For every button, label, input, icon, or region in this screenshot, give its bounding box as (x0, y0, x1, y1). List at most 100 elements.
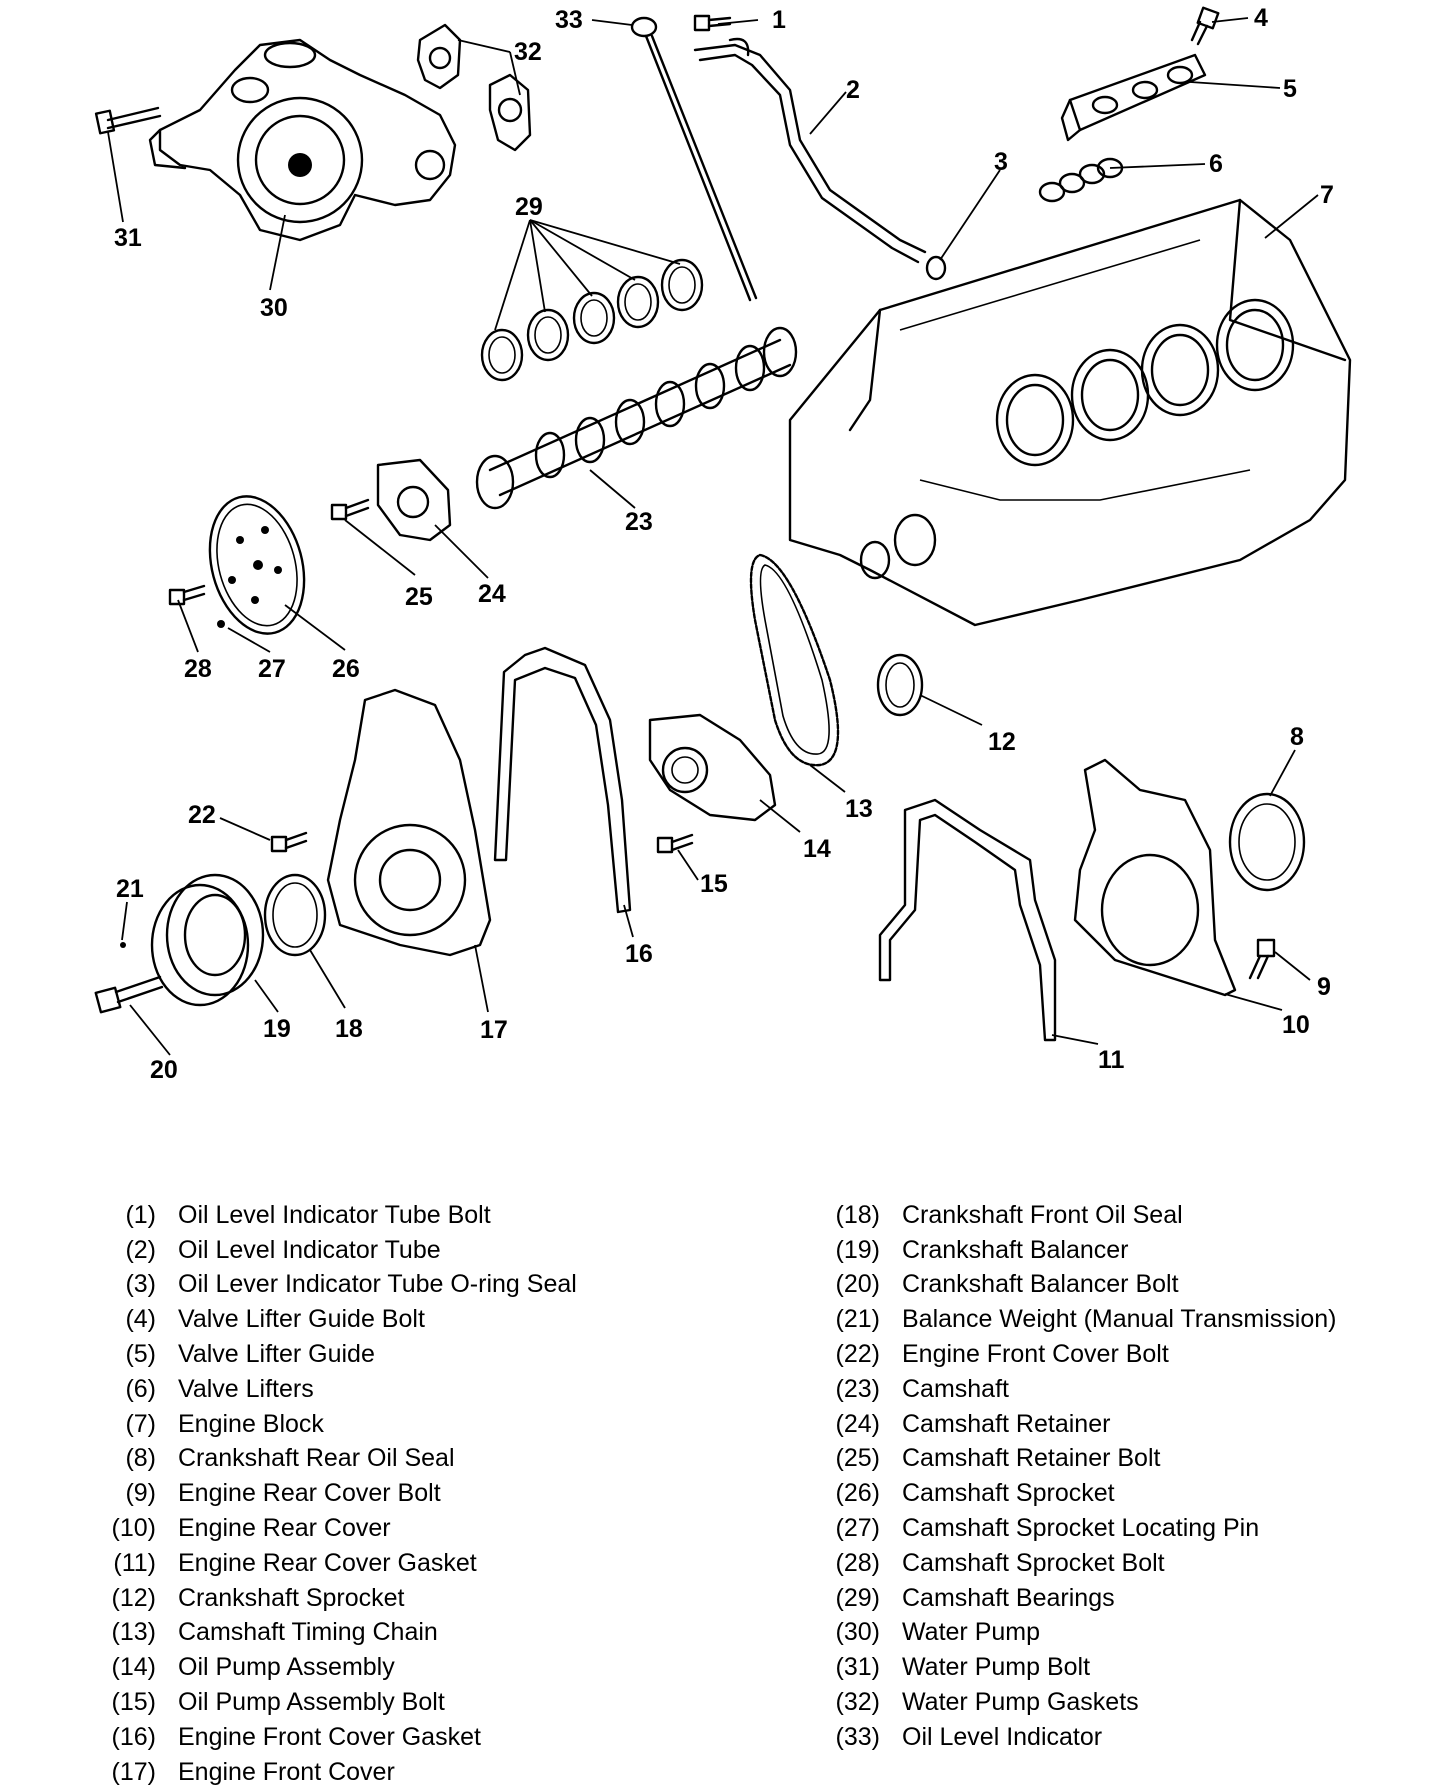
legend-item: (28)Camshaft Sprocket Bolt (808, 1546, 1336, 1581)
legend-part-name: Camshaft Retainer (902, 1409, 1111, 1438)
legend-number: (8) (125, 1444, 156, 1473)
callout-25: 25 (405, 583, 433, 611)
legend-part-name: Valve Lifters (178, 1374, 314, 1403)
legend-number: (6) (125, 1374, 156, 1403)
engine-rear-cover-gasket (878, 798, 1057, 1042)
callout-15: 15 (700, 870, 728, 898)
crankshaft-sprocket (876, 653, 924, 717)
legend-part-name: Camshaft Timing Chain (178, 1618, 438, 1647)
legend-number: (3) (125, 1270, 156, 1299)
legend-part-name: Camshaft Retainer Bolt (902, 1444, 1161, 1473)
legend-item: (9) Engine Rear Cover Bolt (84, 1476, 577, 1511)
legend-item: (33)Oil Level Indicator (808, 1720, 1336, 1755)
legend-item: (24) Camshaft Retainer (808, 1407, 1336, 1442)
legend-item: (3) Oil Lever Indicator Tube O-ring Seal (84, 1268, 577, 1303)
callout-21: 21 (116, 875, 144, 903)
camshaft-retainer-bolt (330, 498, 370, 521)
legend-part-name: Engine Rear Cover Bolt (178, 1479, 441, 1508)
legend-number: (15) (111, 1688, 156, 1717)
legend-item: (14) Oil Pump Assembly (84, 1650, 577, 1685)
legend-number: (17) (111, 1757, 156, 1786)
legend-number: (2) (125, 1235, 156, 1264)
engine-front-cover-gasket (493, 646, 632, 914)
legend-part-name: Crankshaft Rear Oil Seal (178, 1444, 455, 1473)
callout-24: 24 (478, 580, 506, 608)
camshaft (475, 326, 798, 510)
callout-9: 9 (1317, 973, 1331, 1001)
legend-part-name: Water Pump Bolt (902, 1653, 1091, 1682)
engine-front-cover (326, 688, 492, 957)
legend-item: (30) Water Pump (808, 1616, 1336, 1651)
callout-12: 12 (988, 728, 1016, 756)
legend-part-name: Camshaft Sprocket Bolt (902, 1548, 1165, 1577)
legend-item: (19)Crankshaft Balancer (808, 1233, 1336, 1268)
legend-item: (13) Camshaft Timing Chain (84, 1616, 577, 1651)
legend-part-name: Water Pump (902, 1618, 1041, 1647)
legend-item: (5) Valve Lifter Guide (84, 1337, 577, 1372)
legend-part-name: Oil Pump Assembly (178, 1653, 395, 1682)
legend-part-name: Oil Level Indicator Tube Bolt (178, 1200, 491, 1229)
legend-part-name: Valve Lifter Guide (178, 1340, 375, 1369)
oil-level-indicator-tube-bolt (693, 14, 732, 32)
legend-part-name: Crankshaft Front Oil Seal (902, 1200, 1183, 1229)
legend-item: (6) Valve Lifters (84, 1372, 577, 1407)
legend-number: (22) (835, 1340, 880, 1369)
water-pump (148, 38, 457, 242)
engine-front-cover-bolt (270, 831, 308, 853)
valve-lifter-guide (1060, 53, 1207, 142)
callout-22: 22 (188, 801, 216, 829)
legend-number: (29) (835, 1583, 880, 1612)
oil-pump-assembly (648, 713, 777, 822)
legend-column-right: (18)Crankshaft Front Oil Seal (19)Cranks… (808, 1198, 1337, 1755)
callout-32: 32 (514, 38, 542, 66)
legend-item: (16)Engine Front Cover Gasket (84, 1720, 577, 1755)
engine-block (788, 198, 1352, 627)
legend-number: (24) (835, 1409, 880, 1438)
legend-number: (14) (111, 1653, 156, 1682)
legend-part-name: Camshaft Sprocket Locating Pin (902, 1514, 1260, 1543)
legend-number: (19) (835, 1235, 880, 1264)
legend-part-name: Oil Lever Indicator Tube O-ring Seal (178, 1270, 577, 1299)
legend-item: (12)Crankshaft Sprocket (84, 1581, 577, 1616)
legend-part-name: Camshaft Bearings (902, 1583, 1115, 1612)
legend-item: (11)Engine Rear Cover Gasket (84, 1546, 577, 1581)
crankshaft-front-oil-seal (263, 873, 327, 957)
callout-16: 16 (625, 940, 653, 968)
legend-item: (2) Oil Level Indicator Tube (84, 1233, 577, 1268)
legend-number: (5) (125, 1340, 156, 1369)
legend-number: (10) (111, 1514, 156, 1543)
engine-rear-cover-bolt (1248, 938, 1276, 980)
legend-number: (27) (835, 1514, 880, 1543)
leader-lines (107, 17, 1319, 1056)
callout-1: 1 (772, 6, 786, 34)
legend-item: (20)Crankshaft Balancer Bolt (808, 1268, 1336, 1303)
legend-item: (4)Valve Lifter Guide Bolt (84, 1302, 577, 1337)
legend-number: (21) (835, 1305, 880, 1334)
legend-item: (1)Oil Level Indicator Tube Bolt (84, 1198, 577, 1233)
callout-28: 28 (184, 655, 212, 683)
legend-item: (23)Camshaft (808, 1372, 1336, 1407)
callout-8: 8 (1290, 723, 1304, 751)
legend-number: (13) (111, 1618, 156, 1647)
legend-part-name: Camshaft (902, 1374, 1009, 1403)
callout-labels: 1 2 3 4 5 6 7 8 9 10 11 12 13 14 15 16 1… (114, 4, 1334, 1084)
callout-19: 19 (263, 1015, 291, 1043)
legend-number: (9) (125, 1479, 156, 1508)
legend-part-name: Engine Block (178, 1409, 324, 1438)
legend-number: (16) (111, 1722, 156, 1751)
callout-31: 31 (114, 224, 142, 252)
legend-item: (7)Engine Block (84, 1407, 577, 1442)
o-ring-seal (925, 255, 947, 281)
legend-number: (30) (835, 1618, 880, 1647)
legend-part-name: Oil Pump Assembly Bolt (178, 1688, 445, 1717)
callout-5: 5 (1283, 75, 1297, 103)
callout-18: 18 (335, 1015, 363, 1043)
legend-part-name: Valve Lifter Guide Bolt (178, 1305, 425, 1334)
oil-level-indicator-tube (693, 37, 927, 264)
legend-column-left: (1)Oil Level Indicator Tube Bolt (2) Oil … (84, 1198, 577, 1790)
callout-30: 30 (260, 294, 288, 322)
legend-number: (26) (835, 1479, 880, 1508)
legend-item: (27) Camshaft Sprocket Locating Pin (808, 1511, 1336, 1546)
legend-part-name: Oil Level Indicator Tube (178, 1235, 441, 1264)
legend-item: (22)Engine Front Cover Bolt (808, 1337, 1336, 1372)
